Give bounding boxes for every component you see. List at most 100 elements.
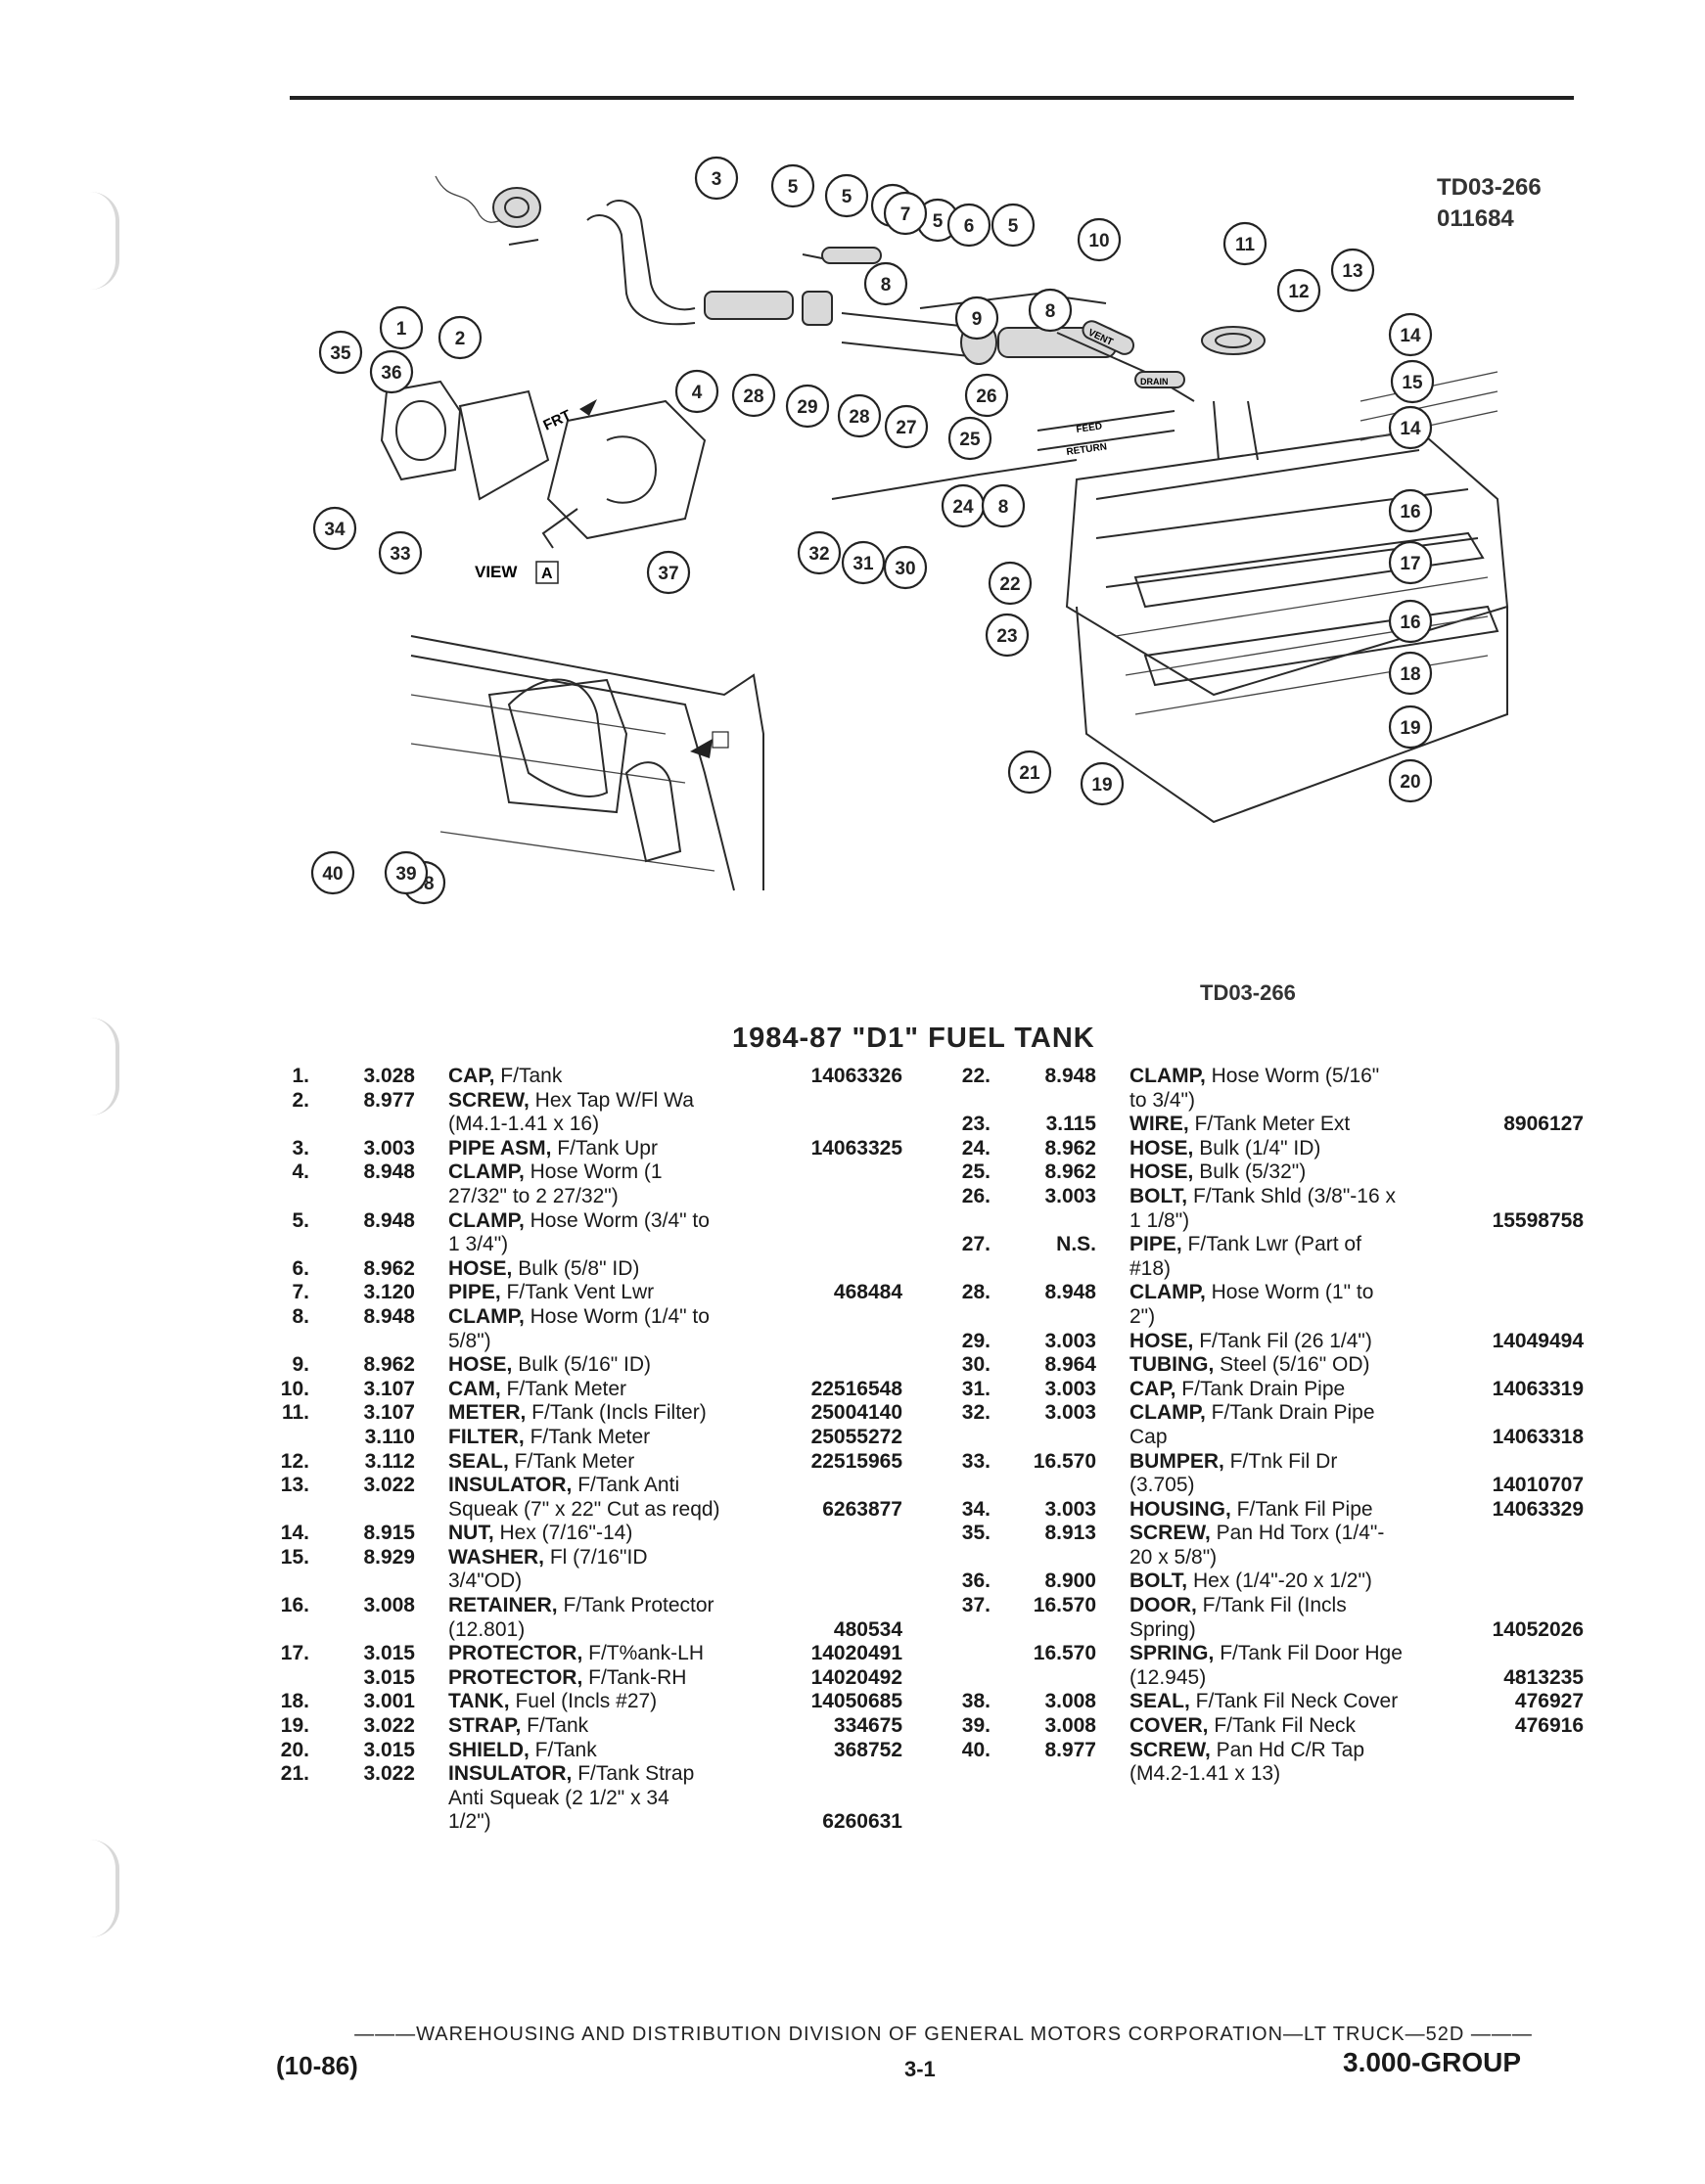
part-name: SPRING, xyxy=(1129,1642,1215,1665)
callout-label: 5 xyxy=(788,177,799,198)
part-name: HOSE, xyxy=(1129,1136,1194,1160)
part-description: SCREW, Pan Hd Torx (1/4"- 20 x 5/8") xyxy=(1129,1522,1584,1570)
part-description: INSULATOR, F/Tank Strap Anti Squeak (2 1… xyxy=(448,1762,902,1835)
part-number-index: 17. xyxy=(280,1642,309,1665)
fuel-tank-drawing xyxy=(1065,371,1509,824)
part-name: CLAMP, xyxy=(448,1304,525,1328)
part-number-index: 25. xyxy=(961,1160,991,1184)
part-name: SEAL, xyxy=(1129,1690,1190,1713)
callout-16: 16 xyxy=(1388,599,1433,644)
part-number: 6260631 xyxy=(822,1810,902,1834)
callout-22: 22 xyxy=(988,561,1033,606)
callout-label: 8 xyxy=(881,275,892,296)
part-description: FILTER, F/Tank Meter xyxy=(448,1426,902,1450)
figure-id-top: TD03-266 011684 xyxy=(1437,172,1542,235)
part-number-index: 7. xyxy=(292,1281,309,1304)
callout-label: 14 xyxy=(1400,419,1421,439)
part-detail: F/Tank Fil (26 1/4") xyxy=(1193,1329,1372,1352)
callout-label: 16 xyxy=(1400,613,1420,633)
part-detail: Hex (7/16"-14) xyxy=(493,1522,633,1545)
callout-19: 19 xyxy=(1388,705,1433,750)
part-number-index: 29. xyxy=(961,1329,991,1352)
part-group-code: 8.962 xyxy=(1044,1160,1096,1184)
figure-id-code: TD03-266 xyxy=(1437,174,1542,201)
part-name: TANK, xyxy=(448,1690,510,1713)
part-number-index: 6. xyxy=(292,1256,309,1280)
part-description: METER, F/Tank (Incls Filter) xyxy=(448,1401,902,1426)
callout-label: 16 xyxy=(1400,502,1420,523)
part-number-index: 33. xyxy=(961,1449,991,1473)
binder-hole-top xyxy=(90,192,119,290)
callout-18: 18 xyxy=(1388,651,1433,696)
part-name: COVER, xyxy=(1129,1714,1209,1738)
callout-24: 24 xyxy=(941,483,986,528)
part-detail: Pan Hd C/R Tap (M4.2-1.41 x 13) xyxy=(1129,1738,1365,1786)
part-description: BOLT, Hex (1/4"-20 x 1/2") xyxy=(1129,1570,1584,1594)
figure-id-date: 011684 xyxy=(1437,205,1514,232)
part-detail: F/Tank Meter Ext xyxy=(1188,1113,1351,1136)
part-description: RETAINER, F/Tank Protector (12.801) xyxy=(448,1594,902,1642)
callout-40: 40 xyxy=(310,850,355,895)
part-name: CLAMP, xyxy=(1129,1065,1206,1087)
part-number: 480534 xyxy=(833,1617,902,1641)
callout-label: 14 xyxy=(1400,326,1421,346)
part-number: 334675 xyxy=(833,1714,902,1738)
part-number: 14063319 xyxy=(1492,1377,1584,1400)
part-description: HOSE, Bulk (1/4" ID) xyxy=(1129,1137,1584,1161)
filler-pipe-drawing xyxy=(586,200,696,326)
callout-35: 35 xyxy=(318,330,363,375)
part-description: WASHER, Fl (7/16"ID 3/4"OD) xyxy=(448,1546,902,1594)
part-number: 4813235 xyxy=(1503,1665,1584,1689)
callout-label: 8 xyxy=(1045,301,1056,322)
callout-label: 2 xyxy=(455,329,466,349)
part-number-index: 23. xyxy=(961,1113,991,1136)
part-row: 27.N.S.PIPE, F/Tank Lwr (Part of #18) xyxy=(957,1233,1584,1281)
part-number-index: 37. xyxy=(961,1594,991,1617)
part-description: WIRE, F/Tank Meter Ext xyxy=(1129,1113,1584,1137)
part-name: HOSE, xyxy=(448,1353,513,1377)
callout-label: 1 xyxy=(396,319,407,340)
part-group-code: 3.003 xyxy=(363,1136,415,1160)
part-name: FILTER, xyxy=(448,1425,525,1448)
part-number-index: 35. xyxy=(961,1522,991,1545)
part-detail: F/Tank Fil Neck Cover xyxy=(1189,1690,1399,1713)
part-number: 14052026 xyxy=(1492,1617,1584,1641)
callout-14: 14 xyxy=(1388,312,1433,357)
callout-4: 4 xyxy=(674,369,719,414)
part-description: INSULATOR, F/Tank Anti Squeak (7" x 22" … xyxy=(448,1474,902,1522)
part-description: SPRING, F/Tank Fil Door Hge (12.945) xyxy=(1129,1642,1584,1690)
part-number: 14063318 xyxy=(1492,1425,1584,1448)
callout-label: 28 xyxy=(849,407,869,428)
callout-label: 28 xyxy=(743,387,763,407)
part-detail: Bulk (5/32") xyxy=(1193,1160,1307,1184)
part-number: 14020492 xyxy=(810,1665,902,1689)
part-group-code: 3.107 xyxy=(363,1377,415,1400)
part-group-code: 3.110 xyxy=(364,1425,415,1448)
part-description: CLAMP, Hose Worm (1 27/32" to 2 27/32") xyxy=(448,1160,902,1208)
part-number-index: 40. xyxy=(961,1738,991,1761)
part-group-code: 3.003 xyxy=(1044,1497,1096,1521)
part-detail: F/Tnk Fil Dr (3.705) xyxy=(1129,1449,1338,1497)
binder-hole-middle xyxy=(90,1018,119,1115)
callout-label: 18 xyxy=(1400,664,1420,685)
part-group-code: 8.962 xyxy=(1044,1136,1096,1160)
part-name: TUBING, xyxy=(1129,1353,1215,1377)
part-description: SEAL, F/Tank Fil Neck Cover xyxy=(1129,1690,1584,1714)
callout-label: 5 xyxy=(933,211,944,232)
part-detail: F/Tank Meter xyxy=(500,1377,627,1400)
part-number: 22516548 xyxy=(810,1377,902,1400)
part-group-code: 8.948 xyxy=(1044,1281,1096,1304)
part-name: CAM, xyxy=(448,1377,501,1400)
